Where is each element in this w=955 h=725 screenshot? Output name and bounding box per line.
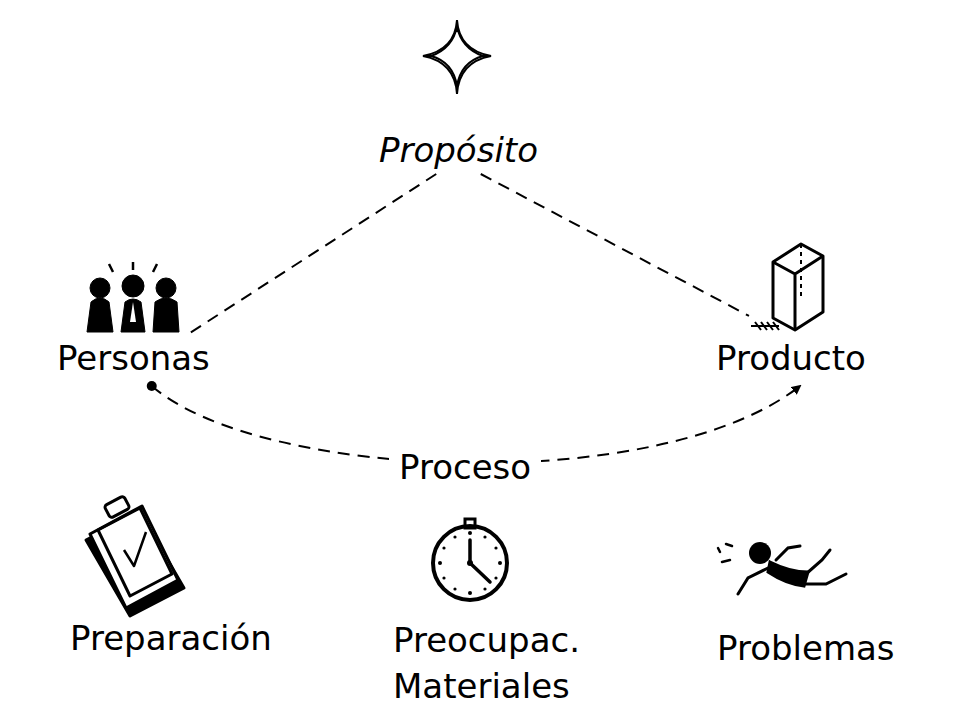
caption-label: Materiales	[393, 666, 570, 706]
falling-person-icon	[718, 542, 846, 594]
icon-node: Producto	[716, 240, 866, 378]
caption-label: Problemas	[717, 628, 895, 668]
caption-label: Preparación	[70, 618, 272, 658]
node-icon	[83, 262, 183, 334]
node-icon	[751, 240, 831, 334]
caption-label: Preocupac.	[393, 620, 580, 660]
start-dot	[147, 381, 157, 391]
icon-node: Propósito	[379, 18, 538, 170]
stopwatch-icon	[433, 519, 507, 600]
node-label: Producto	[716, 338, 866, 378]
node-label: Personas	[57, 338, 210, 378]
clipboard-icon	[86, 496, 184, 616]
edge-label: Proceso	[389, 447, 541, 487]
dashed-connector	[188, 174, 436, 334]
icon-node: Personas	[57, 262, 210, 378]
node-icon	[413, 18, 503, 98]
node-label: Propósito	[379, 130, 538, 170]
dashed-connector	[481, 174, 749, 316]
